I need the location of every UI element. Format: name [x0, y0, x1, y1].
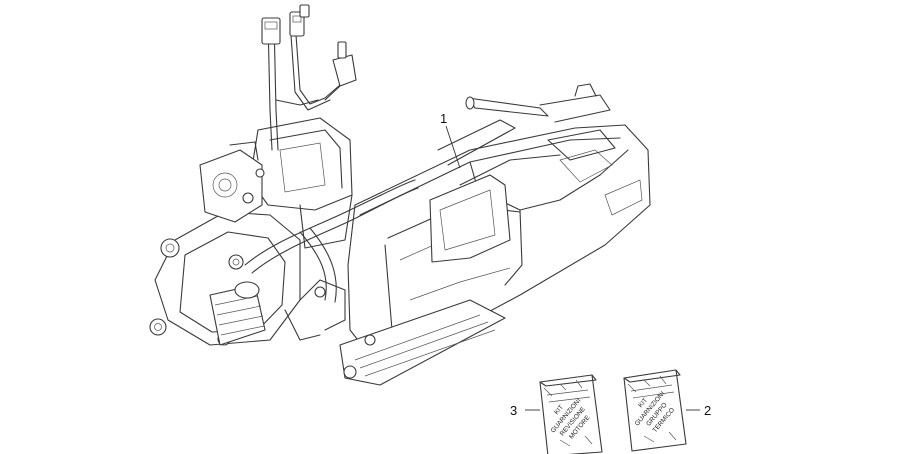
engine-assembly	[149, 4, 651, 386]
callout-2: 2	[686, 403, 711, 418]
callout-2-number: 2	[704, 403, 711, 418]
callout-1-leader	[445, 125, 461, 169]
callout-3: 3	[510, 403, 540, 418]
callout-1: 1	[440, 111, 461, 169]
callout-3-number: 3	[510, 403, 517, 418]
kit-3-line-1: KIT	[553, 404, 565, 416]
gasket-kit-bag-2: KIT GUARNIZIONI GRUPPO TERMICO	[623, 369, 687, 452]
kit-2-line-1: KIT	[637, 397, 649, 409]
callout-1-number: 1	[440, 111, 447, 126]
gasket-kit-bag-3: KIT GUARNIZIONI REVISIONE MOTORE	[539, 374, 603, 454]
